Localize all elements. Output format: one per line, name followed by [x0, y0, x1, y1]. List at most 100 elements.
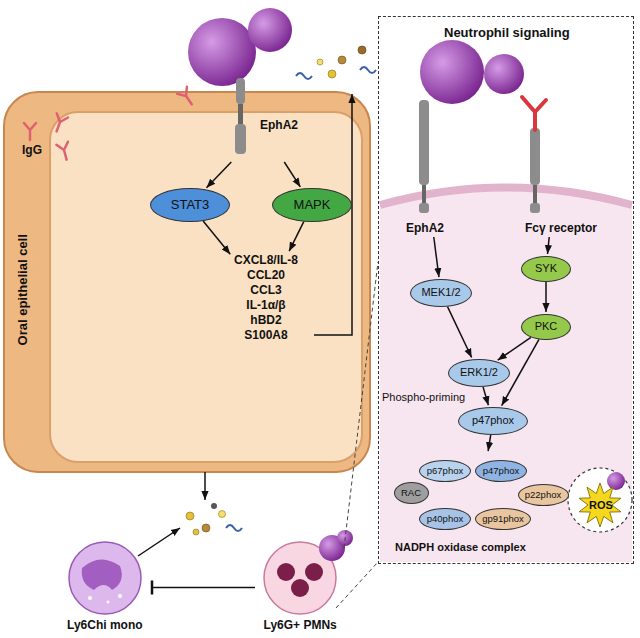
monocyte — [118, 594, 122, 598]
neutrophil — [277, 563, 295, 581]
receptor: Fcγ receptor — [501, 101, 611, 237]
signal-arrow — [434, 237, 439, 277]
signal-arrow — [284, 162, 300, 187]
cytokine-list: CXCL8/IL-8CCL20CCL3IL-1α/βhBD2S100A8 — [232, 253, 301, 343]
signal-ellipse: STAT3 — [150, 188, 230, 222]
subunit-ellipse: p67phox — [419, 460, 471, 482]
node-label: CCL20 — [247, 268, 285, 283]
signal-arrow — [498, 337, 531, 360]
epha2-receptor — [235, 124, 246, 154]
neutrophil — [264, 530, 353, 614]
node-label: ERK1/2 — [460, 366, 498, 379]
neutrophil-cytoplasm — [380, 188, 632, 563]
secreted-molecules — [226, 525, 242, 531]
secreted-molecules — [202, 524, 210, 532]
igg-antibody — [177, 87, 197, 108]
inhibition-line — [152, 587, 255, 589]
neutrophil-cytoplasm — [380, 188, 632, 563]
fungus — [248, 8, 292, 52]
node-label: Fcγ receptor — [525, 221, 597, 235]
fungus — [420, 40, 484, 104]
cell-region: Oral epithelial cell EphA2STAT3 MAPK CXCL8/… — [4, 92, 370, 472]
node-label: MAPK — [294, 197, 331, 213]
cell-label: Ly6G+ PMNs — [255, 540, 345, 635]
node-label: p67phox — [427, 465, 463, 476]
subunit-ellipse: p47phox — [475, 460, 527, 482]
neutrophil — [305, 563, 323, 581]
node-label: CXCL8/IL-8 — [234, 253, 298, 268]
node-label: p40phox — [427, 513, 463, 524]
node-label: RAC — [401, 487, 421, 498]
epithelial-cell — [50, 112, 362, 462]
zoom-lines — [336, 562, 378, 608]
monocyte — [107, 601, 110, 604]
signal-arrow — [545, 282, 547, 312]
kinase-ellipse: ERK1/2 — [448, 359, 510, 387]
signal-arrow — [547, 237, 549, 254]
epha2-receptor — [238, 104, 243, 124]
epha2-receptor — [422, 185, 426, 203]
receptor: EphA2 — [226, 96, 300, 162]
annotation-label: Phospho-priming — [382, 391, 465, 404]
signal-arrow — [483, 387, 488, 405]
igg-antibody — [24, 123, 36, 140]
monocyte — [69, 542, 141, 614]
signal-arrow — [203, 221, 230, 254]
fungus — [188, 18, 256, 86]
node-label: PKC — [535, 320, 558, 333]
fungus — [484, 54, 524, 94]
subunit-ellipse: p40phox — [419, 508, 471, 530]
node-label: S100A8 — [244, 328, 287, 343]
receptor: EphA2 — [387, 101, 463, 237]
inset-panel: Neutrophil signalingEphA2Fcγ receptorMEK… — [378, 16, 634, 564]
neutrophil — [291, 579, 309, 597]
secreted-molecules — [338, 56, 346, 64]
node-label: SYK — [535, 262, 557, 275]
node-label: Neutrophil signaling — [444, 25, 570, 41]
enzyme-complex: NADPH oxidase complex RAC p67phox p47phox p4… — [391, 453, 567, 561]
ros-label: ROS — [582, 495, 620, 517]
node-label: gp91phox — [482, 513, 524, 524]
node-label: p47phox — [472, 414, 514, 427]
fungus — [420, 40, 524, 104]
node-label: EphA2 — [260, 118, 298, 132]
secreted-molecules — [219, 511, 226, 518]
node-label: p47phox — [483, 465, 519, 476]
ros-star — [579, 483, 621, 527]
secreted-molecules — [360, 67, 376, 73]
monocyte — [69, 542, 141, 614]
fc-receptor — [533, 185, 537, 203]
epha2-receptor — [236, 78, 245, 104]
igg-antibody — [24, 87, 197, 161]
node-label: NADPH oxidase complex — [395, 541, 526, 554]
subunit-ellipse: RAC — [394, 482, 429, 504]
epha2-receptor — [419, 100, 429, 213]
node-label: IL-1α/β — [246, 298, 285, 313]
fc-receptor — [522, 97, 546, 130]
node-label: STAT3 — [171, 197, 210, 213]
zoom-lines — [344, 262, 378, 548]
fungus — [188, 8, 292, 86]
node-label: Oral epithelial cell — [14, 234, 30, 345]
monocyte — [88, 596, 92, 600]
secreted-molecules — [186, 512, 194, 520]
neutrophil-cytoplasm — [380, 188, 632, 206]
zoom-lines — [336, 262, 378, 608]
epha2-receptor — [235, 78, 246, 154]
node-label: CCL3 — [250, 283, 281, 298]
fc-receptor — [530, 203, 540, 213]
protein-ellipse: p47phox — [458, 407, 528, 435]
monocyte — [82, 559, 122, 590]
igg-antibody — [51, 113, 68, 133]
secreted-molecules — [328, 70, 336, 78]
epithelial-cell — [4, 92, 370, 472]
phagosome — [568, 468, 632, 532]
secreted-molecules — [358, 46, 366, 54]
secreted-molecules — [193, 529, 199, 535]
kinase-ellipse: SYK — [521, 256, 571, 282]
signal-arrow — [448, 307, 472, 358]
signal-ellipse: MAPK — [272, 188, 352, 222]
epha2-receptor — [419, 100, 429, 185]
annotation-label: IgG — [22, 143, 42, 157]
